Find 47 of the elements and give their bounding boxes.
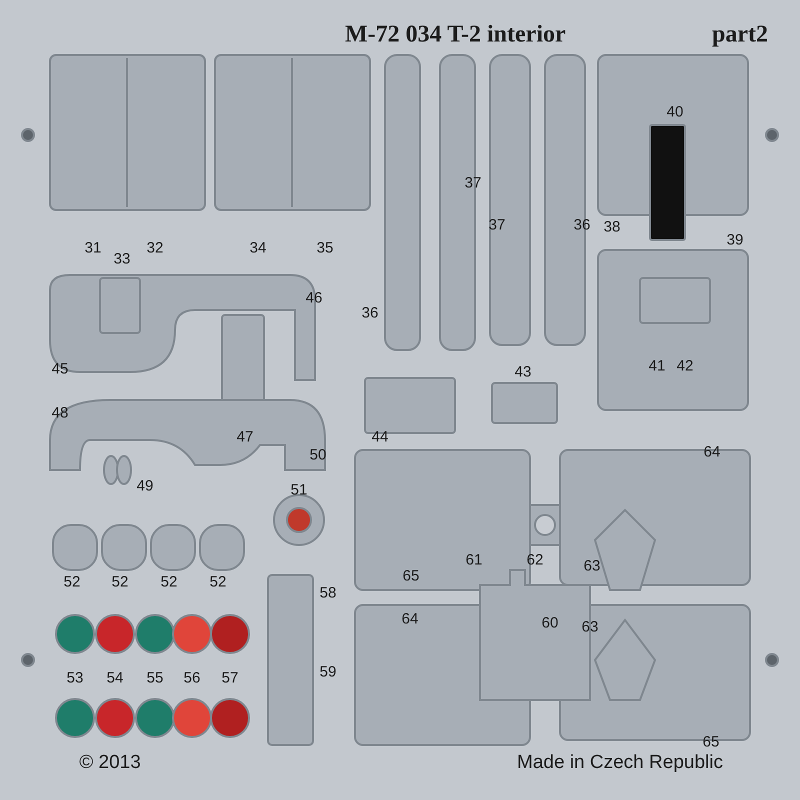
part-number: 52 <box>64 574 80 590</box>
part-number: 46 <box>306 290 322 306</box>
part-number: 52 <box>210 574 226 590</box>
part-number: 32 <box>146 240 164 256</box>
part-number: 37 <box>464 174 482 192</box>
part-number: 64 <box>402 610 418 628</box>
part-number: 41 <box>648 358 666 374</box>
part-number: 65 <box>702 734 720 750</box>
part-number: 48 <box>52 404 68 422</box>
part-number: 63 <box>582 618 598 636</box>
part-number: 39 <box>726 232 744 248</box>
part-number: 40 <box>666 104 684 120</box>
part-number: 49 <box>136 478 154 494</box>
part-number: 44 <box>372 428 388 446</box>
sheet-subtitle: part2 <box>712 22 768 48</box>
part-number: 59 <box>320 664 336 680</box>
part-number: 47 <box>236 428 254 446</box>
part-number: 52 <box>112 574 128 590</box>
part-number: 38 <box>604 218 620 236</box>
part-number: 37 <box>488 216 506 234</box>
part-number: 62 <box>526 552 544 568</box>
part-number: 55 <box>146 670 164 686</box>
part-number: 43 <box>514 364 532 380</box>
part-number: 34 <box>250 240 266 256</box>
part-number: 56 <box>184 670 200 686</box>
part-number: 63 <box>584 558 600 574</box>
part-number: 52 <box>160 574 178 590</box>
part-number: 51 <box>290 482 308 498</box>
part-number: 45 <box>52 360 68 378</box>
sheet-title: M-72 034 T-2 interior <box>345 22 566 48</box>
part-number: 35 <box>316 240 334 256</box>
origin-note: Made in Czech Republic <box>517 752 723 774</box>
part-number: 60 <box>542 614 558 632</box>
copyright-note: © 2013 <box>79 752 141 774</box>
part-number: 64 <box>704 444 720 460</box>
part-number: 42 <box>676 358 694 374</box>
part-number: 31 <box>84 240 102 256</box>
part-number: 50 <box>310 446 326 464</box>
part-number: 61 <box>466 552 482 568</box>
part-number: 36 <box>362 304 378 322</box>
part-number: 53 <box>66 670 84 686</box>
part-number: 33 <box>114 250 130 268</box>
part-number: 36 <box>574 216 590 234</box>
part-number: 54 <box>106 670 124 686</box>
part-number: 57 <box>222 670 238 686</box>
part-number: 58 <box>320 584 336 602</box>
part-number: 65 <box>402 568 420 584</box>
